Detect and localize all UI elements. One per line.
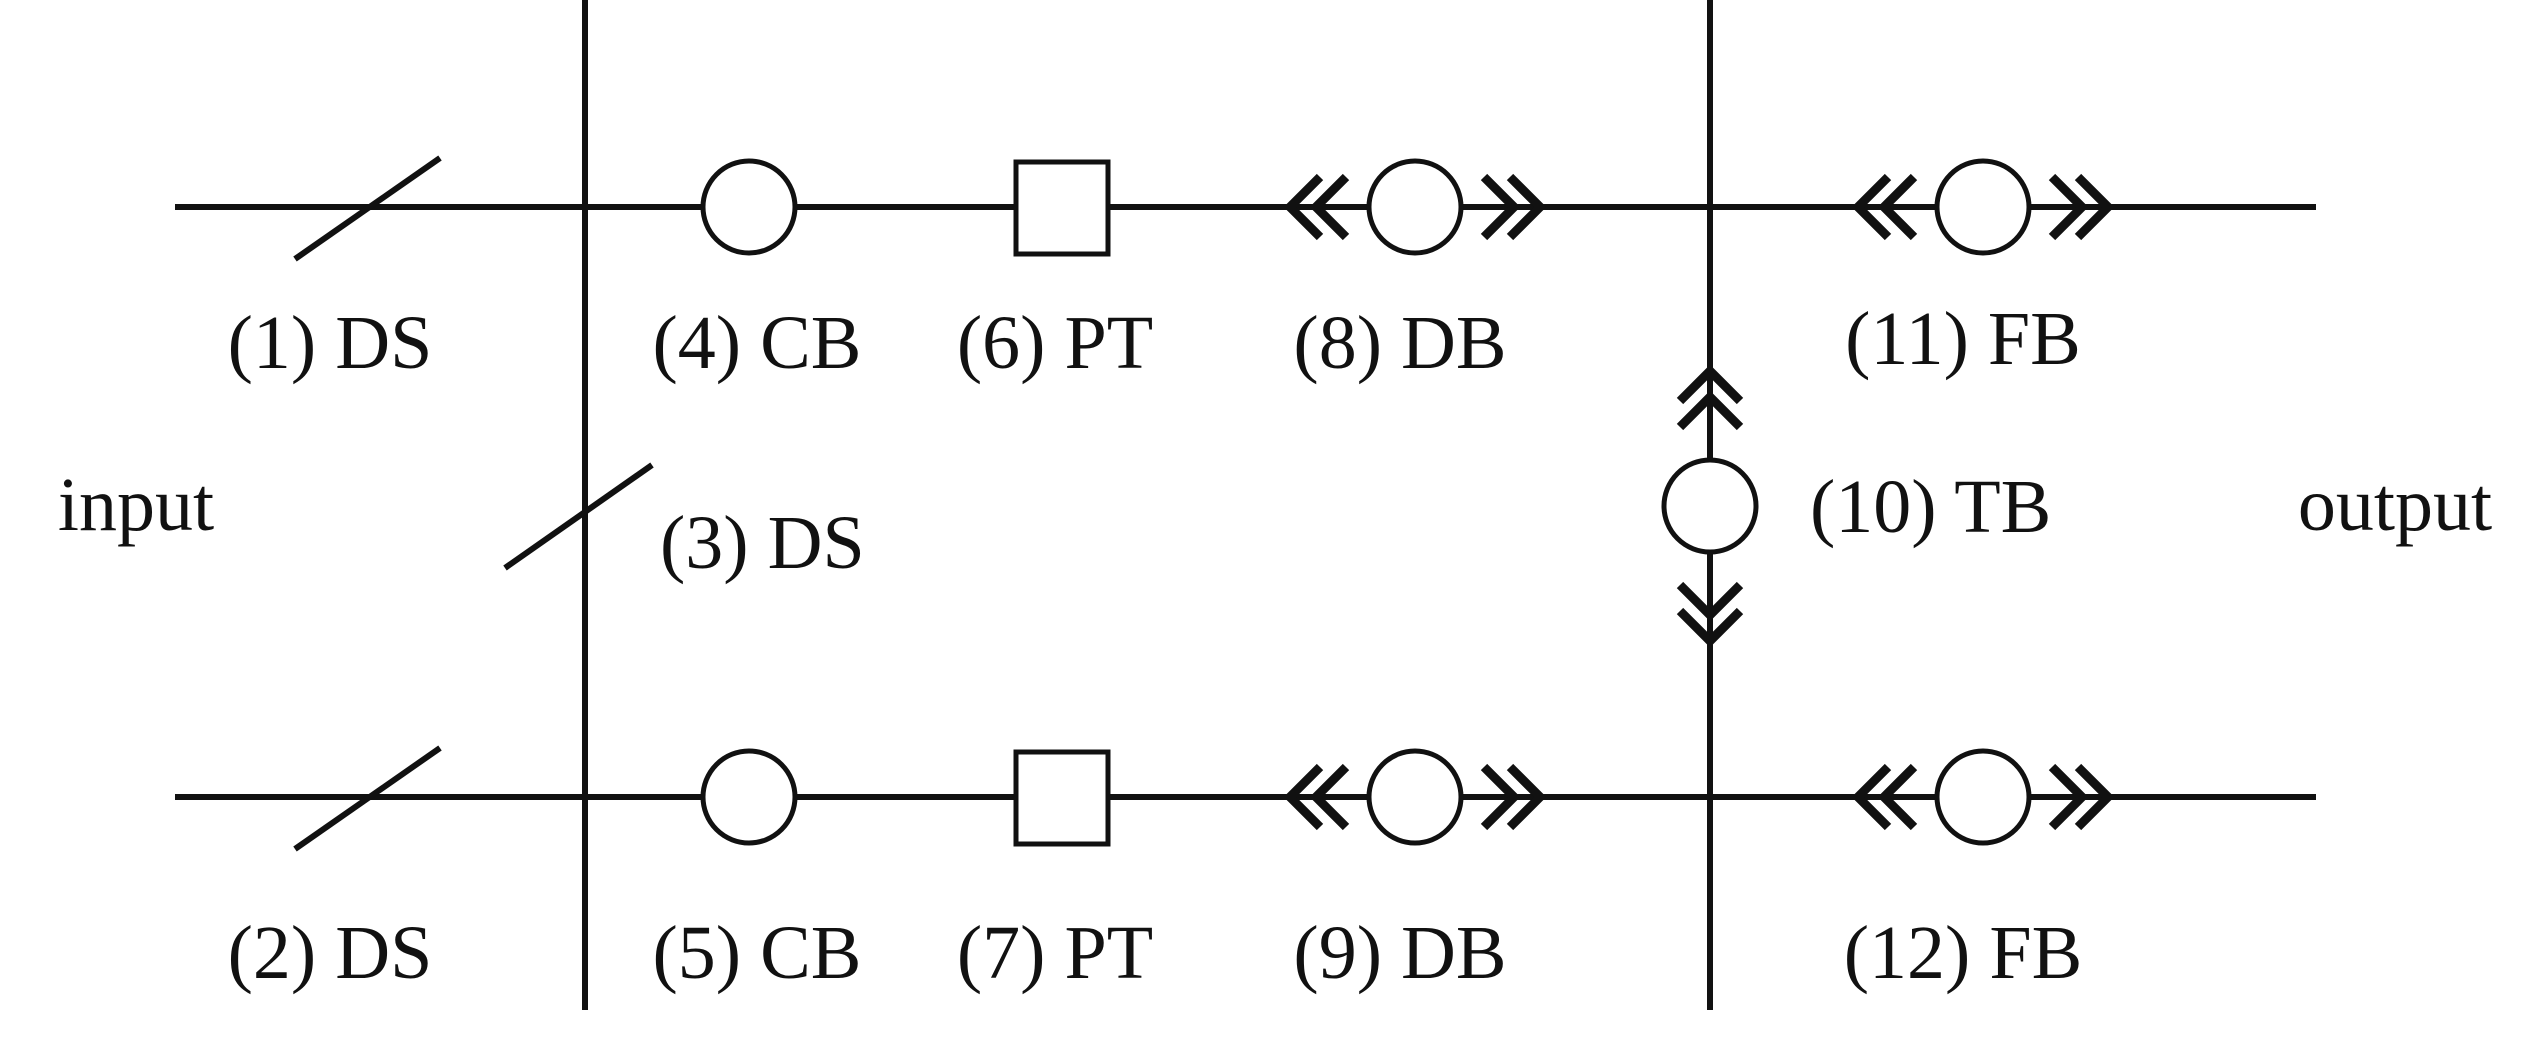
label-db9: (9) DB (1293, 911, 1506, 995)
output-label: output (2298, 463, 2492, 547)
withdrawable-breaker-11 (1851, 158, 2115, 256)
chevron-down-icon (1676, 581, 1744, 622)
chevron-left-icon (1309, 763, 1350, 831)
disconnect-switch-3-icon (503, 462, 654, 571)
circuit-breaker-5-icon (700, 748, 798, 846)
disconnect-switch-3 (503, 462, 654, 571)
label-ds3: (3) DS (660, 501, 865, 585)
chevron-left-icon (1877, 173, 1918, 241)
disconnect-switch-2-icon (293, 745, 442, 852)
withdrawable-breaker-12 (1851, 748, 2115, 846)
label-ds2: (2) DS (228, 911, 433, 995)
chevron-right-icon (2048, 173, 2089, 241)
chevron-left-icon (1283, 763, 1324, 831)
chevron-right-icon (2074, 763, 2115, 831)
labels: (1) DS (2) DS (3) DS (4) CB (5) CB (6) P… (58, 297, 2492, 995)
chevron-up-icon (1676, 364, 1744, 405)
power-transformer-6 (1013, 159, 1111, 257)
chevron-left-icon (1309, 173, 1350, 241)
withdrawable-breaker-12-icon (1934, 748, 2032, 846)
chevron-right-icon (1506, 173, 1547, 241)
power-transformer-6-icon (1013, 159, 1111, 257)
chevron-right-icon (2048, 763, 2089, 831)
label-fb12: (12) FB (1844, 911, 2083, 995)
label-cb5: (5) CB (653, 911, 862, 995)
chevron-right-icon (1480, 763, 1521, 831)
chevron-up-icon (1676, 390, 1744, 431)
chevron-right-icon (2074, 173, 2115, 241)
label-tb10: (10) TB (1810, 465, 2051, 549)
circuit-breaker-4 (700, 158, 798, 256)
label-db8: (8) DB (1293, 301, 1506, 385)
withdrawable-breaker-10 (1661, 364, 1759, 648)
label-fb11: (11) FB (1845, 297, 2081, 381)
chevron-left-icon (1851, 173, 1892, 241)
chevron-left-icon (1283, 173, 1324, 241)
power-transformer-7 (1013, 749, 1111, 847)
circuit-breaker-5 (700, 748, 798, 846)
label-cb4: (4) CB (653, 301, 862, 385)
chevron-down-icon (1676, 607, 1744, 648)
input-label: input (58, 463, 214, 547)
disconnect-switch-1 (293, 155, 442, 262)
withdrawable-breaker-8 (1283, 158, 1547, 256)
withdrawable-breaker-8-icon (1366, 158, 1464, 256)
chevron-right-icon (1480, 173, 1521, 241)
withdrawable-breaker-9 (1283, 748, 1547, 846)
chevron-left-icon (1877, 763, 1918, 831)
withdrawable-breaker-10-icon (1661, 457, 1759, 555)
disconnect-switch-1-icon (293, 155, 442, 262)
label-pt7: (7) PT (957, 911, 1153, 995)
circuit-breaker-4-icon (700, 158, 798, 256)
chevron-left-icon (1851, 763, 1892, 831)
label-ds1: (1) DS (228, 301, 433, 385)
chevron-right-icon (1506, 763, 1547, 831)
power-transformer-7-icon (1013, 749, 1111, 847)
withdrawable-breaker-9-icon (1366, 748, 1464, 846)
withdrawable-breaker-11-icon (1934, 158, 2032, 256)
label-pt6: (6) PT (957, 301, 1153, 385)
disconnect-switch-2 (293, 745, 442, 852)
